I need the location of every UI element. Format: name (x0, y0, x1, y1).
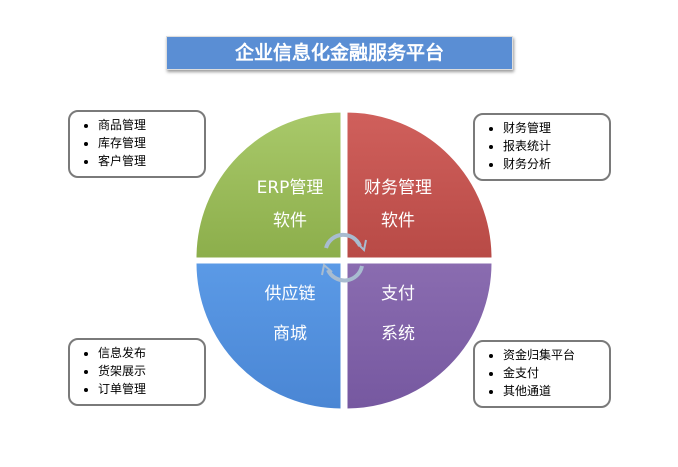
list-item: 金支付 (503, 364, 609, 382)
list-item: 库存管理 (98, 134, 204, 152)
quadrant-finance-label-2: 软件 (381, 211, 415, 231)
cycle-arrows-icon (321, 232, 367, 283)
quadrant-erp-label-2: 软件 (273, 211, 307, 231)
list-item: 订单管理 (98, 380, 204, 398)
list-item: 信息发布 (98, 344, 204, 362)
quadrant-finance-label-1: 财务管理 (364, 178, 432, 198)
callout-payment: 资金归集平台 金支付 其他通道 (473, 340, 611, 408)
quadrant-supply (195, 262, 342, 410)
callout-erp: 商品管理 库存管理 客户管理 (68, 110, 206, 178)
quadrant-finance (346, 111, 493, 259)
list-item: 财务分析 (503, 155, 609, 173)
quadrant-payment (346, 262, 493, 410)
quadrant-supply-label-1: 供应链 (264, 284, 316, 304)
quadrant-erp-label-1: ERP管理 (256, 178, 324, 198)
list-item: 客户管理 (98, 152, 204, 170)
list-item: 资金归集平台 (503, 346, 609, 364)
callout-supply: 信息发布 货架展示 订单管理 (68, 338, 206, 406)
list-item: 其他通道 (503, 382, 609, 400)
quadrant-payment-label-2: 系统 (381, 324, 415, 344)
quadrant-payment-label-1: 支付 (381, 284, 415, 304)
list-item: 货架展示 (98, 362, 204, 380)
list-item: 报表统计 (503, 137, 609, 155)
list-item: 商品管理 (98, 116, 204, 134)
callout-finance: 财务管理 报表统计 财务分析 (473, 113, 611, 181)
quadrant-erp (195, 111, 342, 259)
quadrant-supply-label-2: 商城 (273, 324, 307, 344)
page-title: 企业信息化金融服务平台 (166, 36, 513, 70)
list-item: 财务管理 (503, 119, 609, 137)
